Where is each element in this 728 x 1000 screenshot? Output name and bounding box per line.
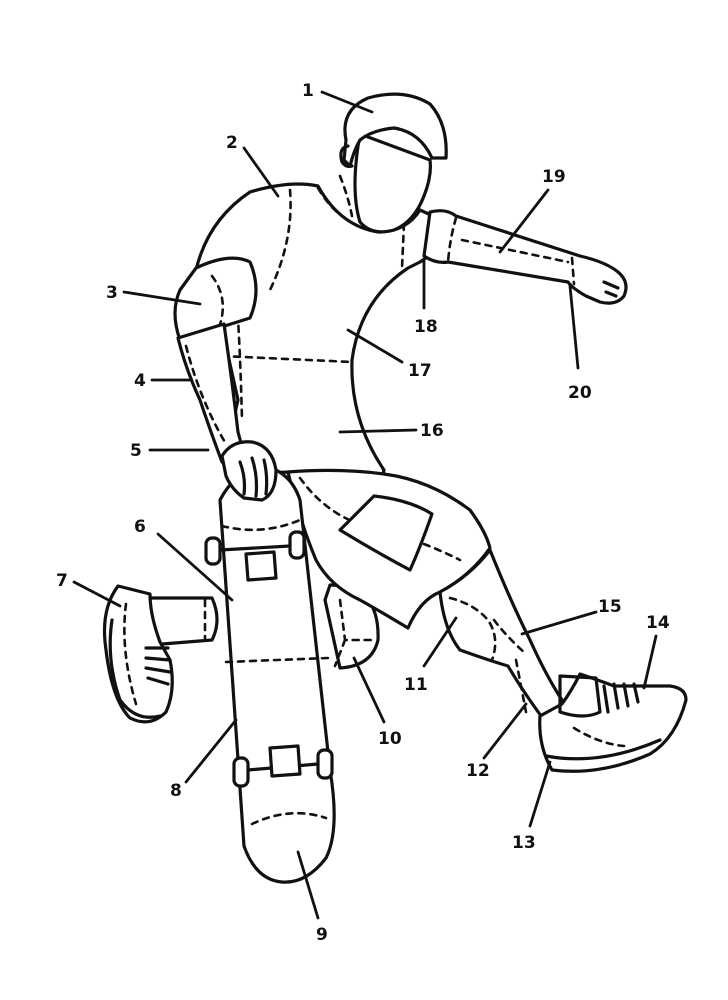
reaching-arm <box>422 209 628 305</box>
leader-1 <box>320 90 374 114</box>
leader-11 <box>422 616 458 668</box>
callout-number: 8 <box>170 781 182 801</box>
leader-14 <box>642 634 658 690</box>
callout-number: 16 <box>420 421 444 441</box>
callout-number: 14 <box>646 613 670 633</box>
leader-20 <box>568 284 580 370</box>
callout-number: 11 <box>404 675 428 695</box>
leader-16 <box>338 428 418 434</box>
leader-6 <box>156 532 234 602</box>
leader-19 <box>498 188 550 254</box>
callout-number: 2 <box>226 133 238 153</box>
leader-15 <box>520 610 598 636</box>
leader-9 <box>296 850 320 920</box>
leader-10 <box>352 656 386 724</box>
shorts <box>286 468 492 630</box>
callout-number: 13 <box>512 833 536 853</box>
leader-7 <box>72 580 122 608</box>
leader-lines <box>72 90 658 920</box>
callout-number: 1 <box>302 81 314 101</box>
back-shoe <box>102 584 174 724</box>
gripping-hand <box>220 440 278 502</box>
callout-numbers: 1 2 3 4 5 6 7 8 9 10 11 12 13 14 15 16 1… <box>56 81 670 945</box>
leader-8 <box>184 718 238 784</box>
callout-number: 18 <box>414 317 438 337</box>
callout-number: 12 <box>466 761 490 781</box>
callout-number: 5 <box>130 441 142 461</box>
leader-3 <box>122 290 202 306</box>
callout-number: 7 <box>56 571 68 591</box>
callout-number: 15 <box>598 597 622 617</box>
callout-number: 9 <box>316 925 328 945</box>
front-shoe <box>538 672 688 773</box>
leader-12 <box>482 702 528 760</box>
callout-number: 3 <box>106 283 118 303</box>
leader-13 <box>528 760 552 828</box>
leader-2 <box>242 146 280 198</box>
callout-number: 19 <box>542 167 566 187</box>
callout-number: 10 <box>378 729 402 749</box>
callout-number: 4 <box>134 371 146 391</box>
callout-number: 17 <box>408 361 432 381</box>
leader-17 <box>346 328 404 364</box>
callout-number: 20 <box>568 383 592 403</box>
callout-number: 6 <box>134 517 146 537</box>
left-arm <box>173 256 258 464</box>
